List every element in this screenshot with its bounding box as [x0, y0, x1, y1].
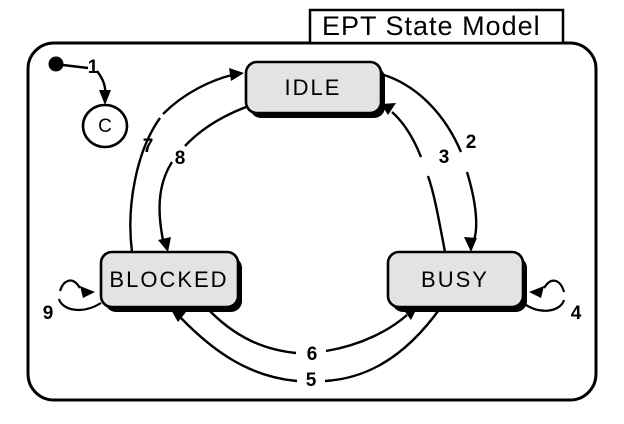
page-title: EPT State Model	[322, 11, 541, 41]
transition-3-path-2	[391, 111, 423, 158]
transition-8-path	[184, 105, 247, 147]
state-label-idle: IDLE	[285, 75, 342, 100]
transition-label-1: 1	[88, 57, 99, 78]
state-label-blocked: BLOCKED	[109, 267, 228, 292]
transition-label-8: 8	[175, 148, 186, 169]
transition-label-2: 2	[466, 132, 477, 153]
transition-8-arrowhead	[158, 237, 171, 252]
transition-2-path	[380, 72, 463, 153]
transition-6-path-2	[325, 314, 408, 353]
transition-5-path-2	[180, 317, 298, 383]
transition-label-7: 7	[143, 136, 154, 157]
title-box	[308, 8, 565, 45]
transition-5-arrowhead	[170, 308, 186, 322]
state-box-idle[interactable]	[244, 60, 383, 115]
transition-2-arrowhead	[464, 237, 477, 252]
transition-2-path-2	[465, 171, 478, 241]
transition-9-path	[57, 298, 102, 312]
transition-9-arrowhead	[80, 286, 95, 298]
transition-label-5: 5	[306, 370, 317, 391]
transition-label-6: 6	[307, 344, 318, 365]
transition-1-arrowhead	[99, 90, 111, 105]
transition-9-path-2	[58, 279, 81, 292]
transition-label-4: 4	[571, 303, 582, 324]
transition-6-arrowhead	[403, 306, 418, 320]
choice-node-label: C	[98, 116, 112, 137]
transition-3-path	[426, 175, 447, 253]
initial-state-dot	[48, 56, 64, 72]
transition-8-path-2	[158, 161, 174, 241]
transition-5-path	[324, 306, 442, 383]
transition-label-9: 9	[43, 303, 54, 324]
transition-4-path	[522, 299, 566, 312]
state-box-blocked[interactable]	[99, 250, 240, 309]
transition-4-path-2	[543, 279, 566, 293]
transition-7-path	[129, 117, 161, 253]
transition-4-arrowhead	[529, 286, 544, 298]
transition-6-path	[205, 306, 297, 355]
choice-node-circle	[81, 103, 129, 149]
transition-7-arrowhead	[229, 68, 244, 81]
transition-label-3: 3	[439, 147, 450, 168]
state-box-busy[interactable]	[386, 250, 525, 309]
transition-1-stem	[62, 63, 89, 70]
transition-7-path-2	[162, 73, 233, 115]
transition-3-arrowhead	[381, 103, 396, 115]
state-label-busy: BUSY	[421, 267, 489, 292]
